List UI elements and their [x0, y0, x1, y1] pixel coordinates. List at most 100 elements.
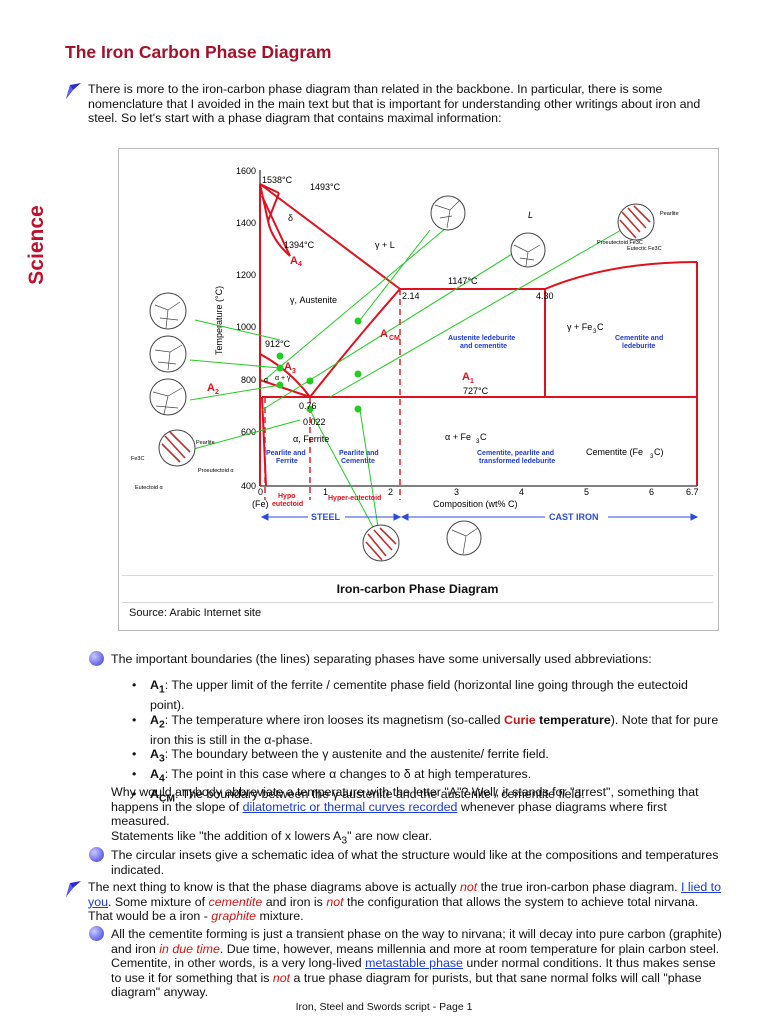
svg-text:CM: CM [389, 335, 400, 342]
insets-paragraph: The circular insets give a schematic ide… [111, 848, 719, 877]
y-tick: 800 [241, 375, 256, 385]
svg-text:δ: δ [288, 213, 293, 223]
svg-text:Cementite, pearlite and: Cementite, pearlite and [477, 450, 554, 457]
svg-text:1493°C: 1493°C [310, 182, 341, 192]
svg-text:Pearlite: Pearlite [660, 211, 679, 217]
svg-text:1: 1 [470, 378, 474, 385]
svg-text:STEEL: STEEL [311, 512, 341, 522]
bullet-dot-icon [89, 847, 104, 862]
svg-text:eutectoid: eutectoid [272, 501, 303, 508]
x-axis-label: Composition (wt% C) [433, 499, 518, 509]
page-title: The Iron Carbon Phase Diagram [65, 42, 332, 62]
x-axis-ticks: 0 1 2 3 4 5 6 6.7 [258, 487, 699, 497]
phase-diagram: 1600 1400 1200 1000 800 600 400 0 1 2 3 … [131, 166, 699, 562]
svg-text:3: 3 [292, 368, 296, 375]
svg-text:γ, Austenite: γ, Austenite [290, 295, 337, 305]
svg-text:3: 3 [476, 439, 480, 445]
y-tick: 1000 [236, 322, 256, 332]
figure-caption: Iron-carbon Phase Diagram [122, 575, 713, 603]
svg-text:Eutectoid α: Eutectoid α [135, 485, 163, 491]
svg-text:Hyper-eutectoid: Hyper-eutectoid [328, 495, 381, 502]
x-tick: 5 [584, 487, 589, 497]
svg-text:2.14: 2.14 [402, 291, 420, 301]
svg-text:A: A [207, 382, 215, 394]
figure-frame [118, 148, 719, 631]
svg-text:A: A [462, 371, 470, 383]
phase-lines [259, 183, 698, 487]
list-item: A4: The point in this case where α chang… [132, 767, 722, 787]
svg-text:α, Ferrite: α, Ferrite [293, 434, 329, 444]
flag-icon [66, 881, 81, 897]
svg-text:transformed ledeburite: transformed ledeburite [479, 458, 555, 465]
svg-text:α: α [264, 377, 268, 384]
x-tick: 0 [258, 487, 263, 497]
x-tick: 3 [454, 487, 459, 497]
svg-text:A: A [284, 361, 292, 373]
svg-text:3: 3 [593, 329, 597, 335]
microstructure-insets [149, 195, 655, 562]
svg-text:γ + L: γ + L [375, 240, 395, 250]
y-tick: 400 [241, 481, 256, 491]
lied-link[interactable]: I lied to you [88, 880, 721, 909]
svg-text:3: 3 [650, 454, 654, 460]
svg-text:4.30: 4.30 [536, 291, 554, 301]
side-label: Science [25, 205, 48, 285]
x-tick: 1 [323, 487, 328, 497]
list-item: ACM: The boundary between the γ austenit… [132, 787, 722, 807]
svg-text:Fe3C: Fe3C [131, 456, 144, 462]
metastable-paragraph: All the cementite forming is just a tran… [111, 927, 722, 1000]
svg-text:α + γ: α + γ [275, 375, 291, 382]
y-axis-label: Temperature (°C) [214, 286, 224, 355]
metastable-link[interactable]: metastable phase [365, 956, 463, 971]
svg-text:ledeburite: ledeburite [622, 343, 656, 350]
svg-text:1147°C: 1147°C [448, 276, 478, 286]
svg-text:0.022: 0.022 [303, 417, 326, 427]
svg-text:1394°C: 1394°C [284, 240, 315, 250]
svg-text:C: C [480, 432, 487, 442]
svg-text:0.76: 0.76 [299, 401, 317, 411]
svg-text:Pearlite and: Pearlite and [266, 450, 306, 457]
svg-text:Proeutectoid Fe3C: Proeutectoid Fe3C [597, 240, 643, 246]
x-tick: 6.7 [686, 487, 699, 497]
svg-text:1538°C: 1538°C [262, 175, 293, 185]
svg-text:C: C [597, 322, 604, 332]
x-tick: 6 [649, 487, 654, 497]
figure-source: Source: Arabic Internet site [129, 607, 262, 619]
svg-text:Hypo: Hypo [278, 493, 296, 500]
y-tick: 1400 [236, 218, 256, 228]
svg-text:Pearlite and: Pearlite and [339, 450, 379, 457]
svg-text:Cementite and: Cementite and [615, 335, 663, 342]
svg-text:A: A [290, 255, 298, 267]
svg-text:Proeutectoid α: Proeutectoid α [198, 468, 234, 474]
svg-text:CAST IRON: CAST IRON [549, 512, 599, 522]
list-item: A3: The boundary between the γ austenite… [132, 747, 722, 767]
arrest-paragraph: Why would anybody abbreviate a temperatu… [111, 785, 699, 829]
svg-text:A: A [380, 328, 388, 340]
svg-text:Cementite (Fe: Cementite (Fe [586, 447, 643, 457]
not-true-paragraph: The next thing to know is that the phase… [88, 880, 721, 924]
dilatometric-link[interactable]: dilatometric or thermal curves recorded [242, 799, 458, 814]
svg-text:Austenite ledeburite: Austenite ledeburite [448, 335, 515, 342]
flag-icon [66, 83, 81, 99]
list-item: A2: The temperature where iron looses it… [132, 713, 722, 748]
svg-text:and cementite: and cementite [460, 343, 507, 350]
statements-paragraph: Statements like "the addition of x lower… [111, 829, 433, 847]
svg-text:C): C) [654, 447, 664, 457]
y-tick: 1600 [236, 166, 256, 176]
y-axis-ticks: 1600 1400 1200 1000 800 600 400 [236, 166, 256, 491]
intro-paragraph: There is more to the iron-carbon phase d… [88, 82, 701, 126]
svg-text:Cementite: Cementite [341, 458, 375, 465]
y-tick: 600 [241, 427, 256, 437]
boundaries-intro: The important boundaries (the lines) sep… [111, 652, 652, 666]
list-item: A1: The upper limit of the ferrite / cem… [132, 678, 722, 713]
bullet-dot-icon [89, 651, 104, 666]
svg-text:2: 2 [215, 389, 219, 396]
x-tick: 4 [519, 487, 524, 497]
abbreviation-list: A1: The upper limit of the ferrite / cem… [132, 678, 722, 808]
bullet-dot-icon [89, 926, 104, 941]
page-footer: Iron, Steel and Swords script - Page 1 [295, 1001, 473, 1013]
svg-text:γ + Fe: γ + Fe [567, 322, 592, 332]
svg-text:Pearlite: Pearlite [196, 440, 215, 446]
svg-text:α + Fe: α + Fe [445, 432, 471, 442]
x-tick: 2 [388, 487, 393, 497]
